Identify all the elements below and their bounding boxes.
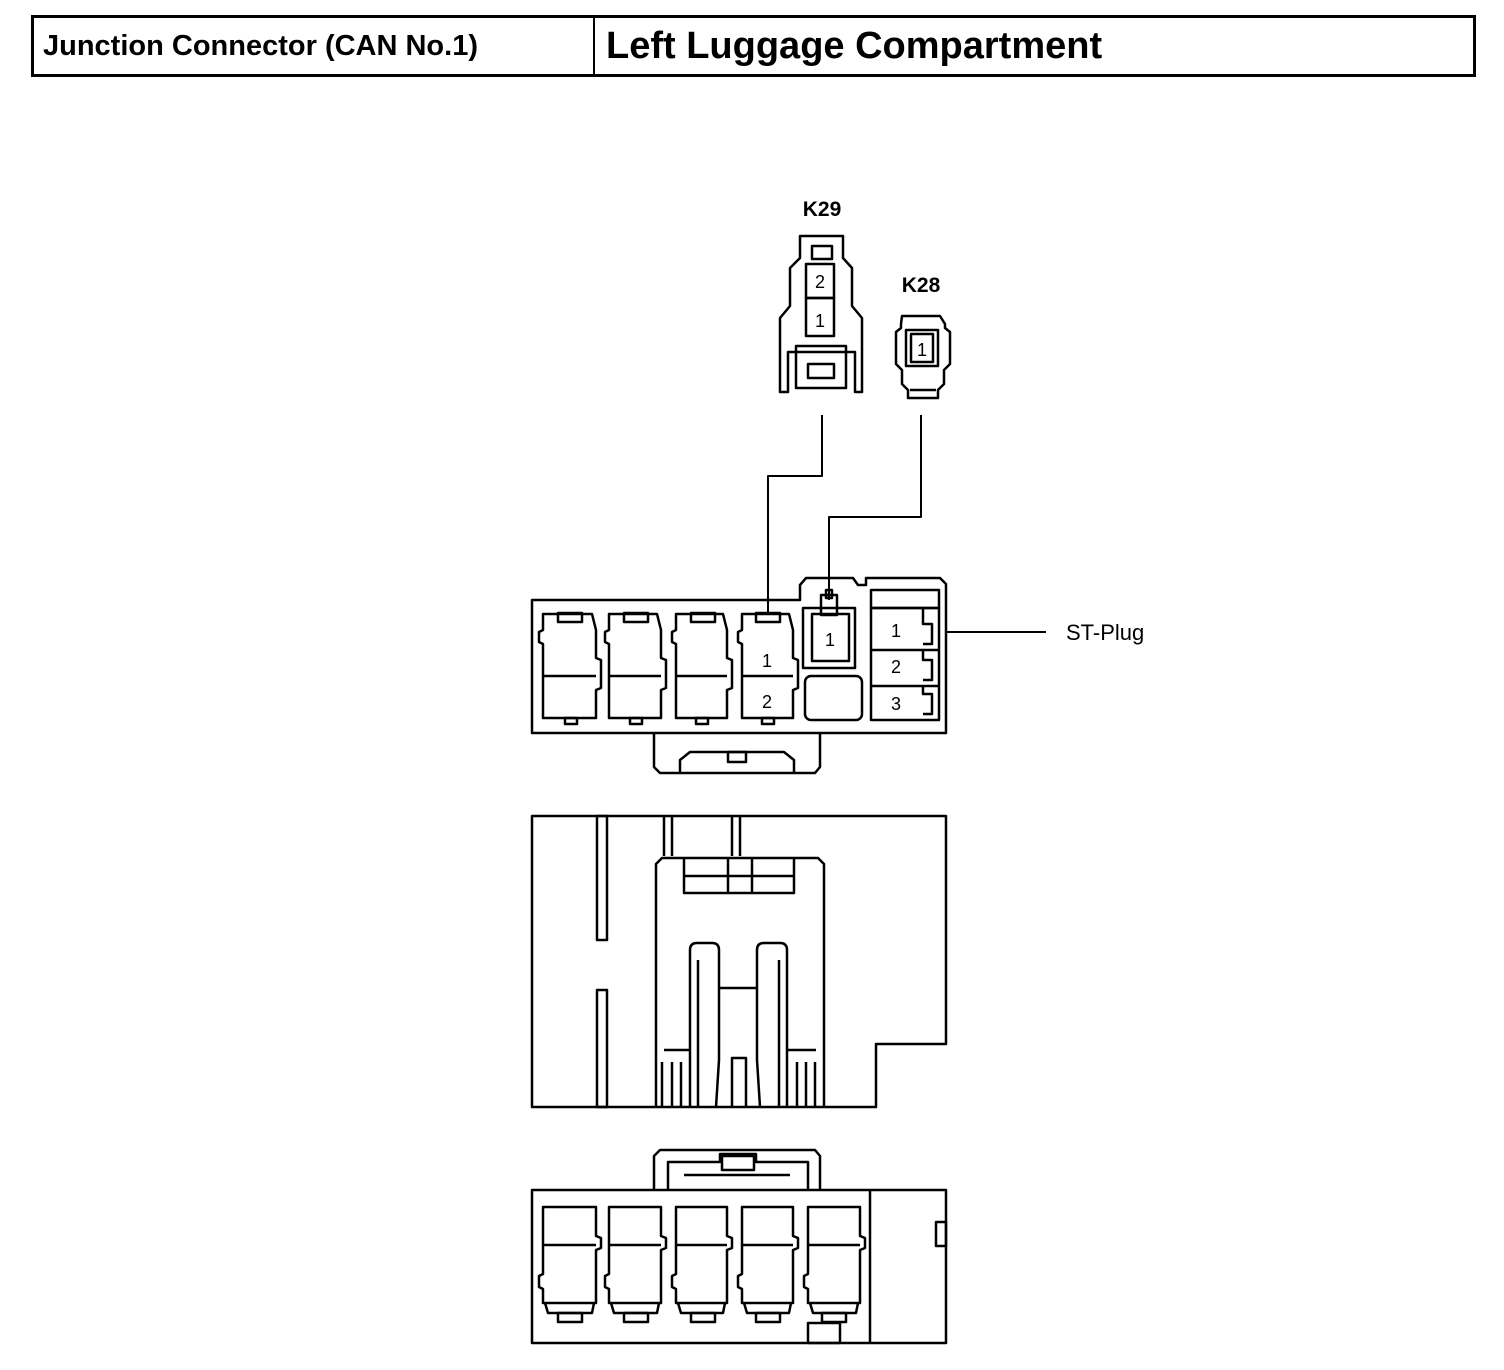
junction-block-side-view	[530, 814, 948, 1109]
k29-pin-1: 1	[815, 311, 825, 331]
st-plug-pin-2: 2	[891, 657, 901, 677]
k29-pin-2: 2	[815, 272, 825, 292]
k28-pin-1: 1	[917, 340, 927, 360]
st-plug-pin-1: 1	[891, 621, 901, 641]
k28-leader-line	[828, 415, 922, 600]
connector-k29: K29 2 1	[778, 198, 864, 394]
front-pin-2: 2	[762, 692, 772, 712]
connector-k28: K28 1	[894, 274, 952, 400]
front-pin-1: 1	[762, 651, 772, 671]
k28-label: K28	[902, 274, 941, 297]
junction-block-rear-view	[530, 1148, 948, 1345]
socket-pin-1: 1	[825, 630, 835, 650]
location-name: Left Luggage Compartment	[606, 24, 1103, 67]
title-bar: Junction Connector (CAN No.1) Left Lugga…	[31, 15, 1476, 77]
st-plug: 1 2 3	[869, 588, 941, 722]
k29-leader-line	[767, 415, 823, 614]
junction-block-front-view: 1 2 1 1 2 3	[530, 576, 948, 775]
st-plug-pin-3: 3	[891, 694, 901, 714]
component-name: Junction Connector (CAN No.1)	[34, 18, 595, 74]
st-plug-label: ST-Plug	[1066, 620, 1144, 645]
k29-label: K29	[803, 198, 842, 221]
